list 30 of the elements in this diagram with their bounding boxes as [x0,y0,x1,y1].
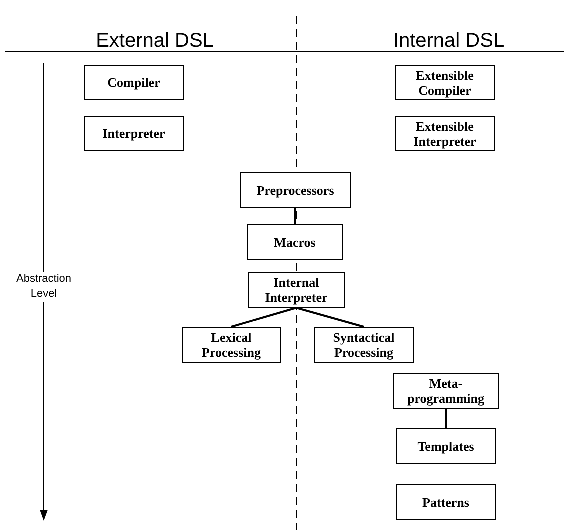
column-heading: External DSL [95,29,215,54]
box-label: Syntactical Processing [332,330,396,360]
column-heading: Internal DSL [392,29,506,54]
concept-box [240,172,351,208]
box-label: Interpreter [102,126,166,141]
connector-line [231,307,297,328]
concept-box [314,327,414,363]
concept-box [247,224,343,260]
box-label: Patterns [422,494,470,510]
box-label: Compiler [108,75,160,90]
concept-box [395,65,495,100]
concept-box [182,327,281,363]
box-label: Extensible Compiler [415,68,475,98]
concept-box [248,272,345,308]
box-label: Extensible Interpreter [412,118,478,148]
connector-line [294,208,296,224]
concept-box [395,116,495,151]
connector-line [445,409,447,428]
box-label: Preprocessors [256,182,334,198]
box-label: Internal Interpreter [264,275,329,305]
concept-box [396,484,496,520]
box-label: Macros [274,234,316,250]
box-label: Meta- programming [406,376,486,406]
concept-box [84,65,184,100]
concept-box [84,116,184,151]
concept-box [393,373,499,409]
connector-line [296,307,364,328]
concept-box [396,428,496,464]
box-label: Templates [418,438,474,454]
box-label: Lexical Processing [201,330,262,360]
